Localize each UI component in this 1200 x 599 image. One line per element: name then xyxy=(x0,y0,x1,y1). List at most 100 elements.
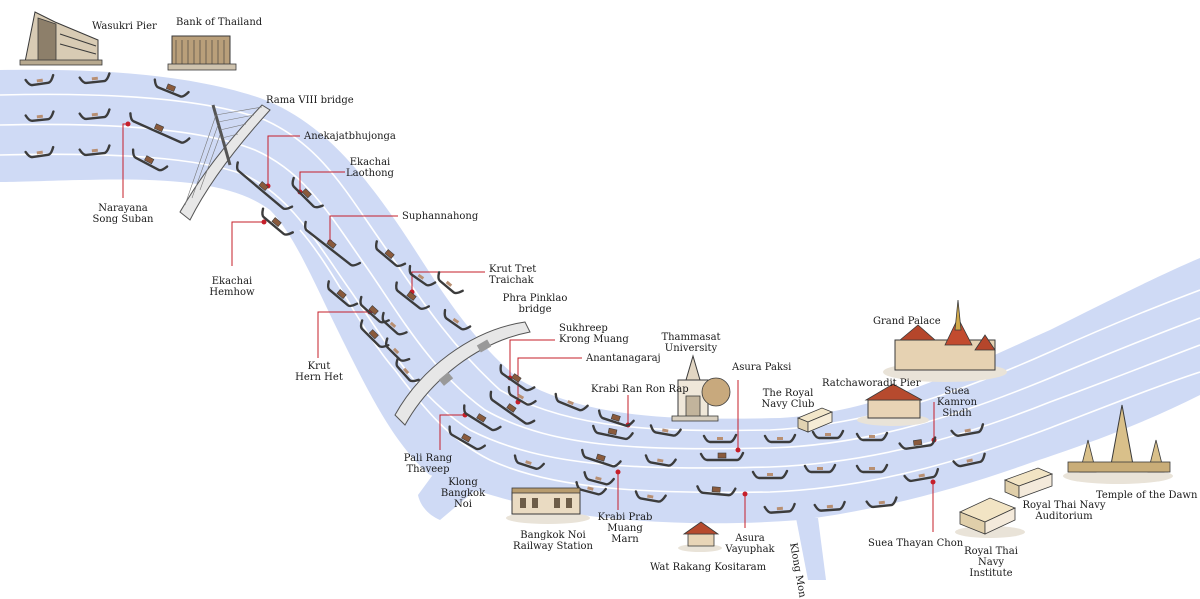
label-anantanagaraj: Anantanagaraj xyxy=(586,353,661,364)
royal-barge xyxy=(326,280,359,308)
royal-barge xyxy=(644,454,677,467)
label-bangkok-noi-railway-station: Bangkok Noi Railway Station xyxy=(513,530,593,552)
label-ekachai-hemhow: Ekachai Hemhow xyxy=(209,276,255,298)
royal-barge xyxy=(699,451,745,462)
phra-pinklao-bridge xyxy=(394,321,531,426)
wasukri-pier-building xyxy=(19,11,103,66)
royal-barge xyxy=(855,431,889,442)
royal-barge xyxy=(702,433,738,444)
ratchaworadit-pier-building xyxy=(857,383,929,426)
label-wat-rakang-kositaram: Wat Rakang Kositaram xyxy=(650,562,767,573)
royal-barge xyxy=(489,390,536,425)
royal-barge xyxy=(78,108,111,121)
label-temple-of-the-dawn: Temple of the Dawn xyxy=(1096,490,1198,501)
royal-barge xyxy=(583,471,615,486)
label-krabi-ran-ron-rap: Krabi Ran Ron Rap xyxy=(591,384,689,395)
royal-barge xyxy=(952,452,986,468)
label-krut-hern-het: Krut Hern Het xyxy=(295,361,343,383)
label-anekajatbhujonga: Anekajatbhujonga xyxy=(304,131,396,142)
royal-barge xyxy=(129,112,191,144)
royal-barge xyxy=(903,467,940,483)
royal-barge xyxy=(24,110,55,123)
thammasat-university-building xyxy=(671,354,731,422)
royal-navy-club-building xyxy=(796,407,834,433)
barge-procession xyxy=(24,72,986,514)
royal-barge xyxy=(634,490,667,503)
label-royal-navy-club: The Royal Navy Club xyxy=(761,388,815,410)
royal-barge xyxy=(592,424,634,441)
royal-barge xyxy=(303,220,362,267)
label-narayana-song-suban: Narayana Song Suban xyxy=(92,203,154,225)
royal-barge xyxy=(395,281,431,311)
label-suea-kamron-sindh: Suea Kamron Sindh xyxy=(936,386,978,419)
royal-barge xyxy=(24,73,55,87)
royal-barge xyxy=(78,72,111,85)
label-wasukri-pier: Wasukri Pier xyxy=(92,21,157,32)
label-suphannahong: Suphannahong xyxy=(402,211,479,222)
label-ekachai-laothong: Ekachai Laothong xyxy=(346,157,394,179)
royal-barge xyxy=(437,271,464,295)
royal-barge xyxy=(78,144,111,157)
rama-viii-bridge xyxy=(179,104,271,221)
royal-barge xyxy=(359,319,390,348)
royal-barge xyxy=(855,463,889,474)
royal-barge xyxy=(261,207,294,236)
bank-of-thailand-building xyxy=(167,35,237,71)
royal-barge xyxy=(811,429,845,440)
label-phra-pinklao-bridge: Phra Pinklao bridge xyxy=(502,293,568,315)
royal-barge xyxy=(554,392,589,412)
wat-rakang-building xyxy=(678,521,722,552)
royal-thai-navy-auditorium-building xyxy=(1003,467,1054,499)
royal-barge xyxy=(597,409,635,427)
royal-barge xyxy=(696,485,737,497)
royal-barge xyxy=(813,500,846,512)
royal-barge xyxy=(235,161,294,211)
royal-barge xyxy=(384,337,411,362)
label-bank-of-thailand: Bank of Thailand xyxy=(176,17,263,28)
royal-thai-navy-institute-building xyxy=(955,497,1025,538)
label-krut-tret-traichak: Krut Tret Traichak xyxy=(489,264,537,286)
royal-barge xyxy=(381,311,408,336)
royal-barge xyxy=(408,264,437,287)
royal-barge xyxy=(448,425,487,451)
royal-barge xyxy=(950,423,985,437)
label-ratchaworadit-pier: Ratchaworadit Pier xyxy=(822,378,921,389)
klong-mon-canal xyxy=(796,518,826,580)
royal-barge xyxy=(462,404,502,432)
royal-barge xyxy=(153,78,190,98)
grand-palace-building xyxy=(883,299,1007,382)
royal-barge xyxy=(395,356,420,383)
royal-barge xyxy=(575,481,607,496)
royal-barge xyxy=(513,454,546,471)
bangkok-noi-railway-building xyxy=(506,487,590,524)
royal-barge xyxy=(374,240,407,268)
klong-bangkok-noi-canal xyxy=(418,465,478,520)
royal-barge xyxy=(499,364,536,392)
label-krabi-prab-muang-marn: Krabi Prab Muang Marn xyxy=(597,512,653,545)
royal-barge xyxy=(649,424,682,437)
label-thammasat-university: Thammasat University xyxy=(661,332,721,354)
royal-barge xyxy=(865,496,898,509)
label-pali-rang-thaveep: Pali Rang Thaveep xyxy=(403,453,453,475)
label-asura-vayuphak: Asura Vayuphak xyxy=(725,533,775,555)
royal-barge xyxy=(581,448,622,468)
label-sukhreep-krong-muang: Sukhreep Krong Muang xyxy=(559,323,629,345)
temple-of-the-dawn-building xyxy=(1063,404,1173,484)
royal-barge xyxy=(751,469,789,480)
label-rama-viii-bridge: Rama VIII bridge xyxy=(266,95,354,106)
royal-barge xyxy=(763,433,797,444)
label-asura-paksi: Asura Paksi xyxy=(732,362,792,373)
royal-barge xyxy=(803,463,837,474)
royal-barge xyxy=(443,308,472,331)
royal-barge xyxy=(24,145,55,159)
royal-barge xyxy=(507,385,537,406)
royal-barge xyxy=(291,176,324,209)
label-suea-thayan-chon: Suea Thayan Chon xyxy=(868,538,964,549)
label-royal-thai-navy-institute: Royal Thai Navy Institute xyxy=(964,546,1018,579)
label-grand-palace: Grand Palace xyxy=(873,316,941,327)
label-klong-bangkok-noi: Klong Bangkok Noi xyxy=(440,477,486,510)
royal-barge xyxy=(898,436,937,450)
royal-barge xyxy=(131,148,169,172)
